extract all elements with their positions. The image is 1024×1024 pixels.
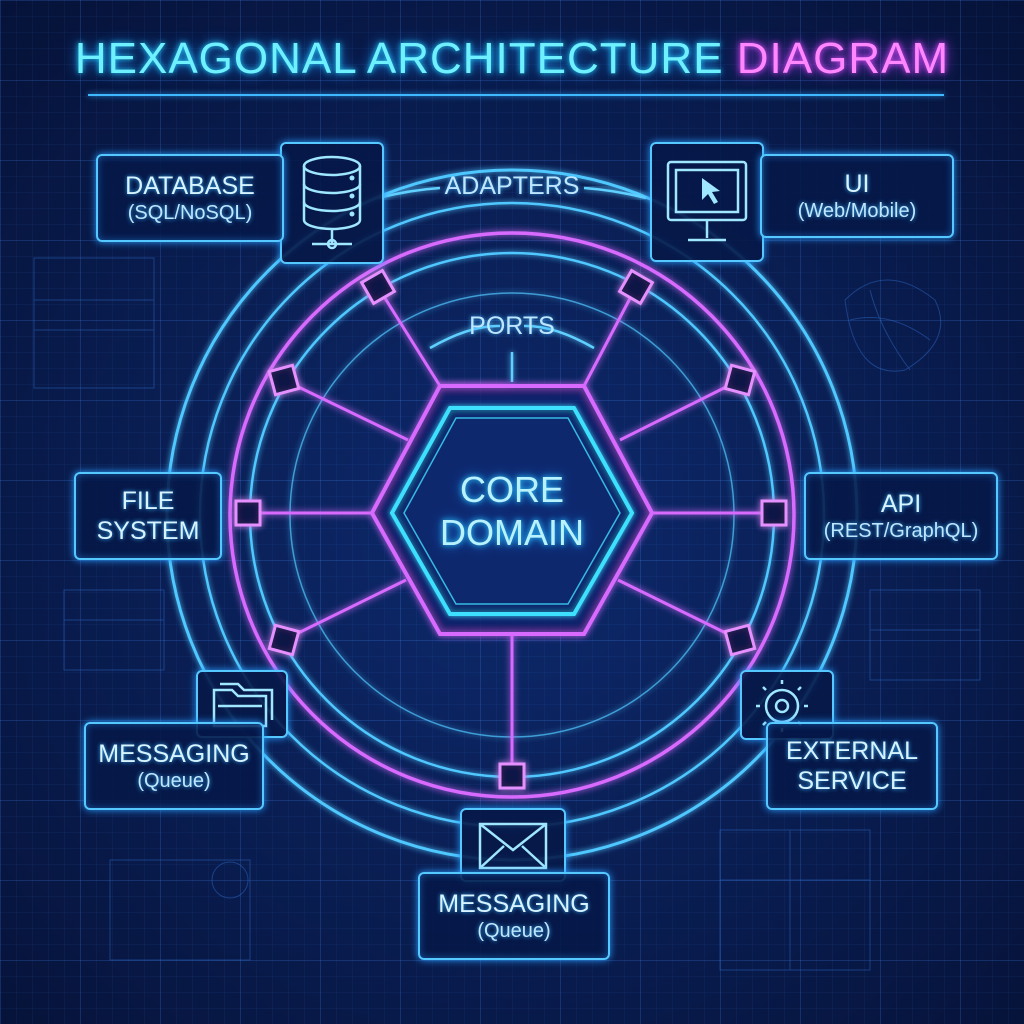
file-system-subtitle: SYSTEM (96, 517, 200, 545)
diagram-title: HEXAGONAL ARCHITECTURE DIAGRAM (0, 34, 1024, 84)
api-title: API (880, 490, 922, 518)
api-subtitle: (REST/GraphQL) (823, 520, 979, 542)
port-node (723, 363, 757, 397)
messaging-left-title: MESSAGING (98, 740, 250, 768)
adapters-label: ADAPTERS (444, 172, 580, 200)
core-line-2: DOMAIN (440, 512, 584, 554)
background-schematics (33, 257, 981, 971)
envelope-icon (478, 822, 548, 870)
port-connectors (248, 286, 774, 776)
core-domain-label: CORE DOMAIN (412, 468, 612, 554)
external-service-subtitle: SERVICE (797, 767, 907, 795)
messaging-bottom-title: MESSAGING (438, 890, 590, 918)
ports-label: PORTS (469, 312, 555, 340)
port-nodes (234, 268, 788, 790)
title-main: HEXAGONAL ARCHITECTURE (74, 34, 724, 83)
core-line-1: CORE (459, 469, 564, 510)
messaging-bottom-subtitle: (Queue) (477, 920, 551, 942)
monitor-icon (666, 160, 748, 242)
adapter-messaging-left: MESSAGING (Queue) (84, 722, 264, 810)
adapter-messaging-bottom: MESSAGING (Queue) (418, 872, 610, 960)
file-system-title: FILE (121, 487, 175, 515)
ui-title: UI (844, 170, 870, 198)
ports-bracket (429, 324, 595, 382)
database-subtitle: (SQL/NoSQL) (127, 202, 253, 224)
core-hexagon (389, 406, 635, 616)
port-node (617, 268, 655, 306)
title-accent: DIAGRAM (736, 34, 950, 83)
adapter-api: API (REST/GraphQL) (804, 472, 998, 560)
title-underline (88, 94, 944, 96)
messaging-left-subtitle: (Queue) (137, 770, 211, 792)
port-node (498, 762, 526, 790)
messaging-bottom-icon-tab (460, 808, 566, 882)
port-node (267, 623, 301, 657)
adapter-external-service: EXTERNAL SERVICE (766, 722, 938, 810)
port-node (760, 499, 788, 527)
port-node (359, 268, 397, 306)
database-title: DATABASE (125, 172, 255, 200)
adapter-file-system: FILE SYSTEM (74, 472, 222, 560)
ui-subtitle: (Web/Mobile) (797, 200, 917, 222)
port-node (267, 363, 301, 397)
ui-icon-tab (650, 142, 764, 262)
core-hexagon-inner (403, 417, 621, 605)
database-icon (302, 155, 362, 250)
external-service-title: EXTERNAL (786, 737, 918, 765)
adapter-database: DATABASE (SQL/NoSQL) (96, 154, 284, 242)
ports-ring (228, 231, 796, 799)
port-node (234, 499, 262, 527)
cursor-icon (702, 178, 720, 204)
database-icon-tab (280, 142, 384, 264)
port-node (723, 623, 757, 657)
adapter-ui: UI (Web/Mobile) (760, 154, 954, 238)
